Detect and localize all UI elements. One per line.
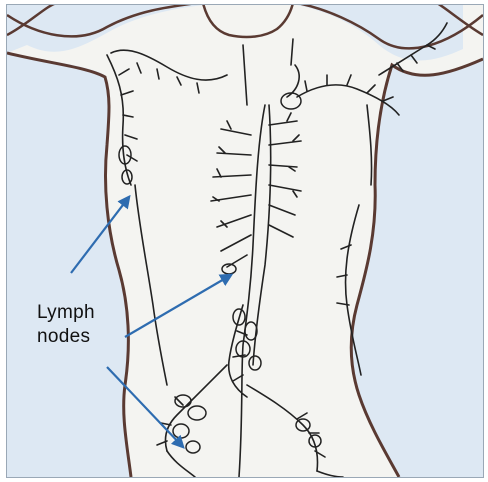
label-line-2: nodes (37, 325, 95, 349)
lymphatic-system-diagram (7, 5, 483, 477)
diagram-frame: Lymph nodes (6, 4, 484, 478)
label-line-1: Lymph (37, 301, 95, 325)
lymph-nodes-label: Lymph nodes (37, 301, 95, 349)
